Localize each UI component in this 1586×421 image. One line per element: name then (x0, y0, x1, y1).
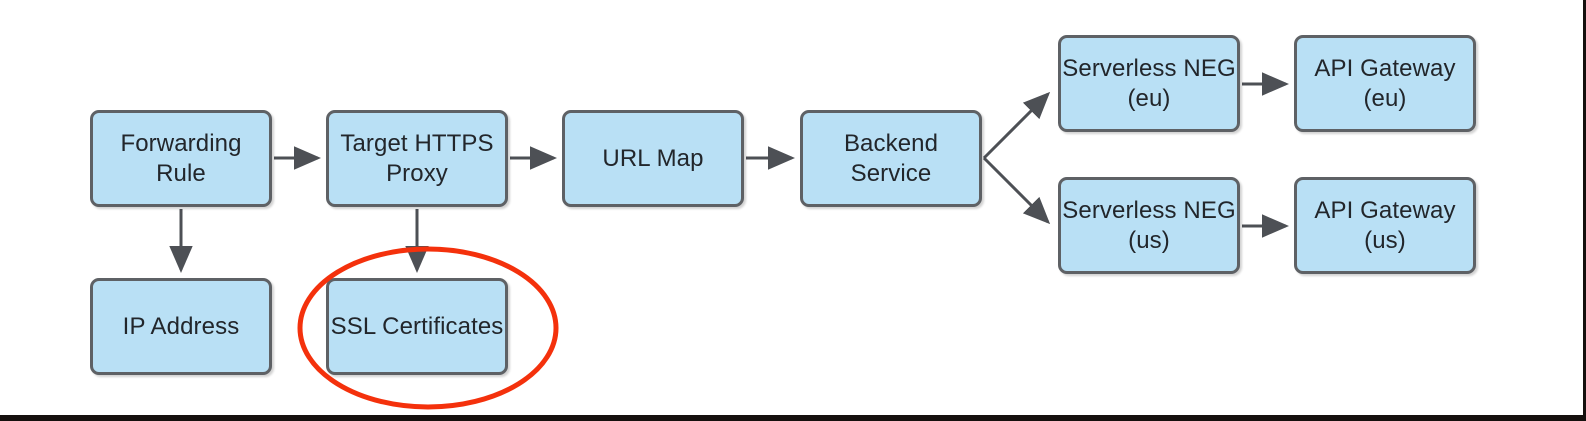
node-backend-service[interactable]: Backend Service (800, 110, 982, 207)
node-serverless-neg-eu[interactable]: Serverless NEG (eu) (1058, 35, 1240, 132)
node-api-gateway-us[interactable]: API Gateway (us) (1294, 177, 1476, 274)
edge-backend-service-to-serverless-neg-us (982, 156, 1051, 225)
node-url-map[interactable]: URL Map (562, 110, 744, 207)
node-target-https-proxy[interactable]: Target HTTPS Proxy (326, 110, 508, 207)
edge-backend-service-to-serverless-neg-eu (982, 91, 1051, 160)
node-serverless-neg-us[interactable]: Serverless NEG (us) (1058, 177, 1240, 274)
frame-bottom-border (0, 415, 1586, 421)
node-ip-address[interactable]: IP Address (90, 278, 272, 375)
node-forwarding-rule[interactable]: Forwarding Rule (90, 110, 272, 207)
node-ssl-certificates[interactable]: SSL Certificates (326, 278, 508, 375)
frame-right-border (1583, 0, 1586, 421)
node-api-gateway-eu[interactable]: API Gateway (eu) (1294, 35, 1476, 132)
